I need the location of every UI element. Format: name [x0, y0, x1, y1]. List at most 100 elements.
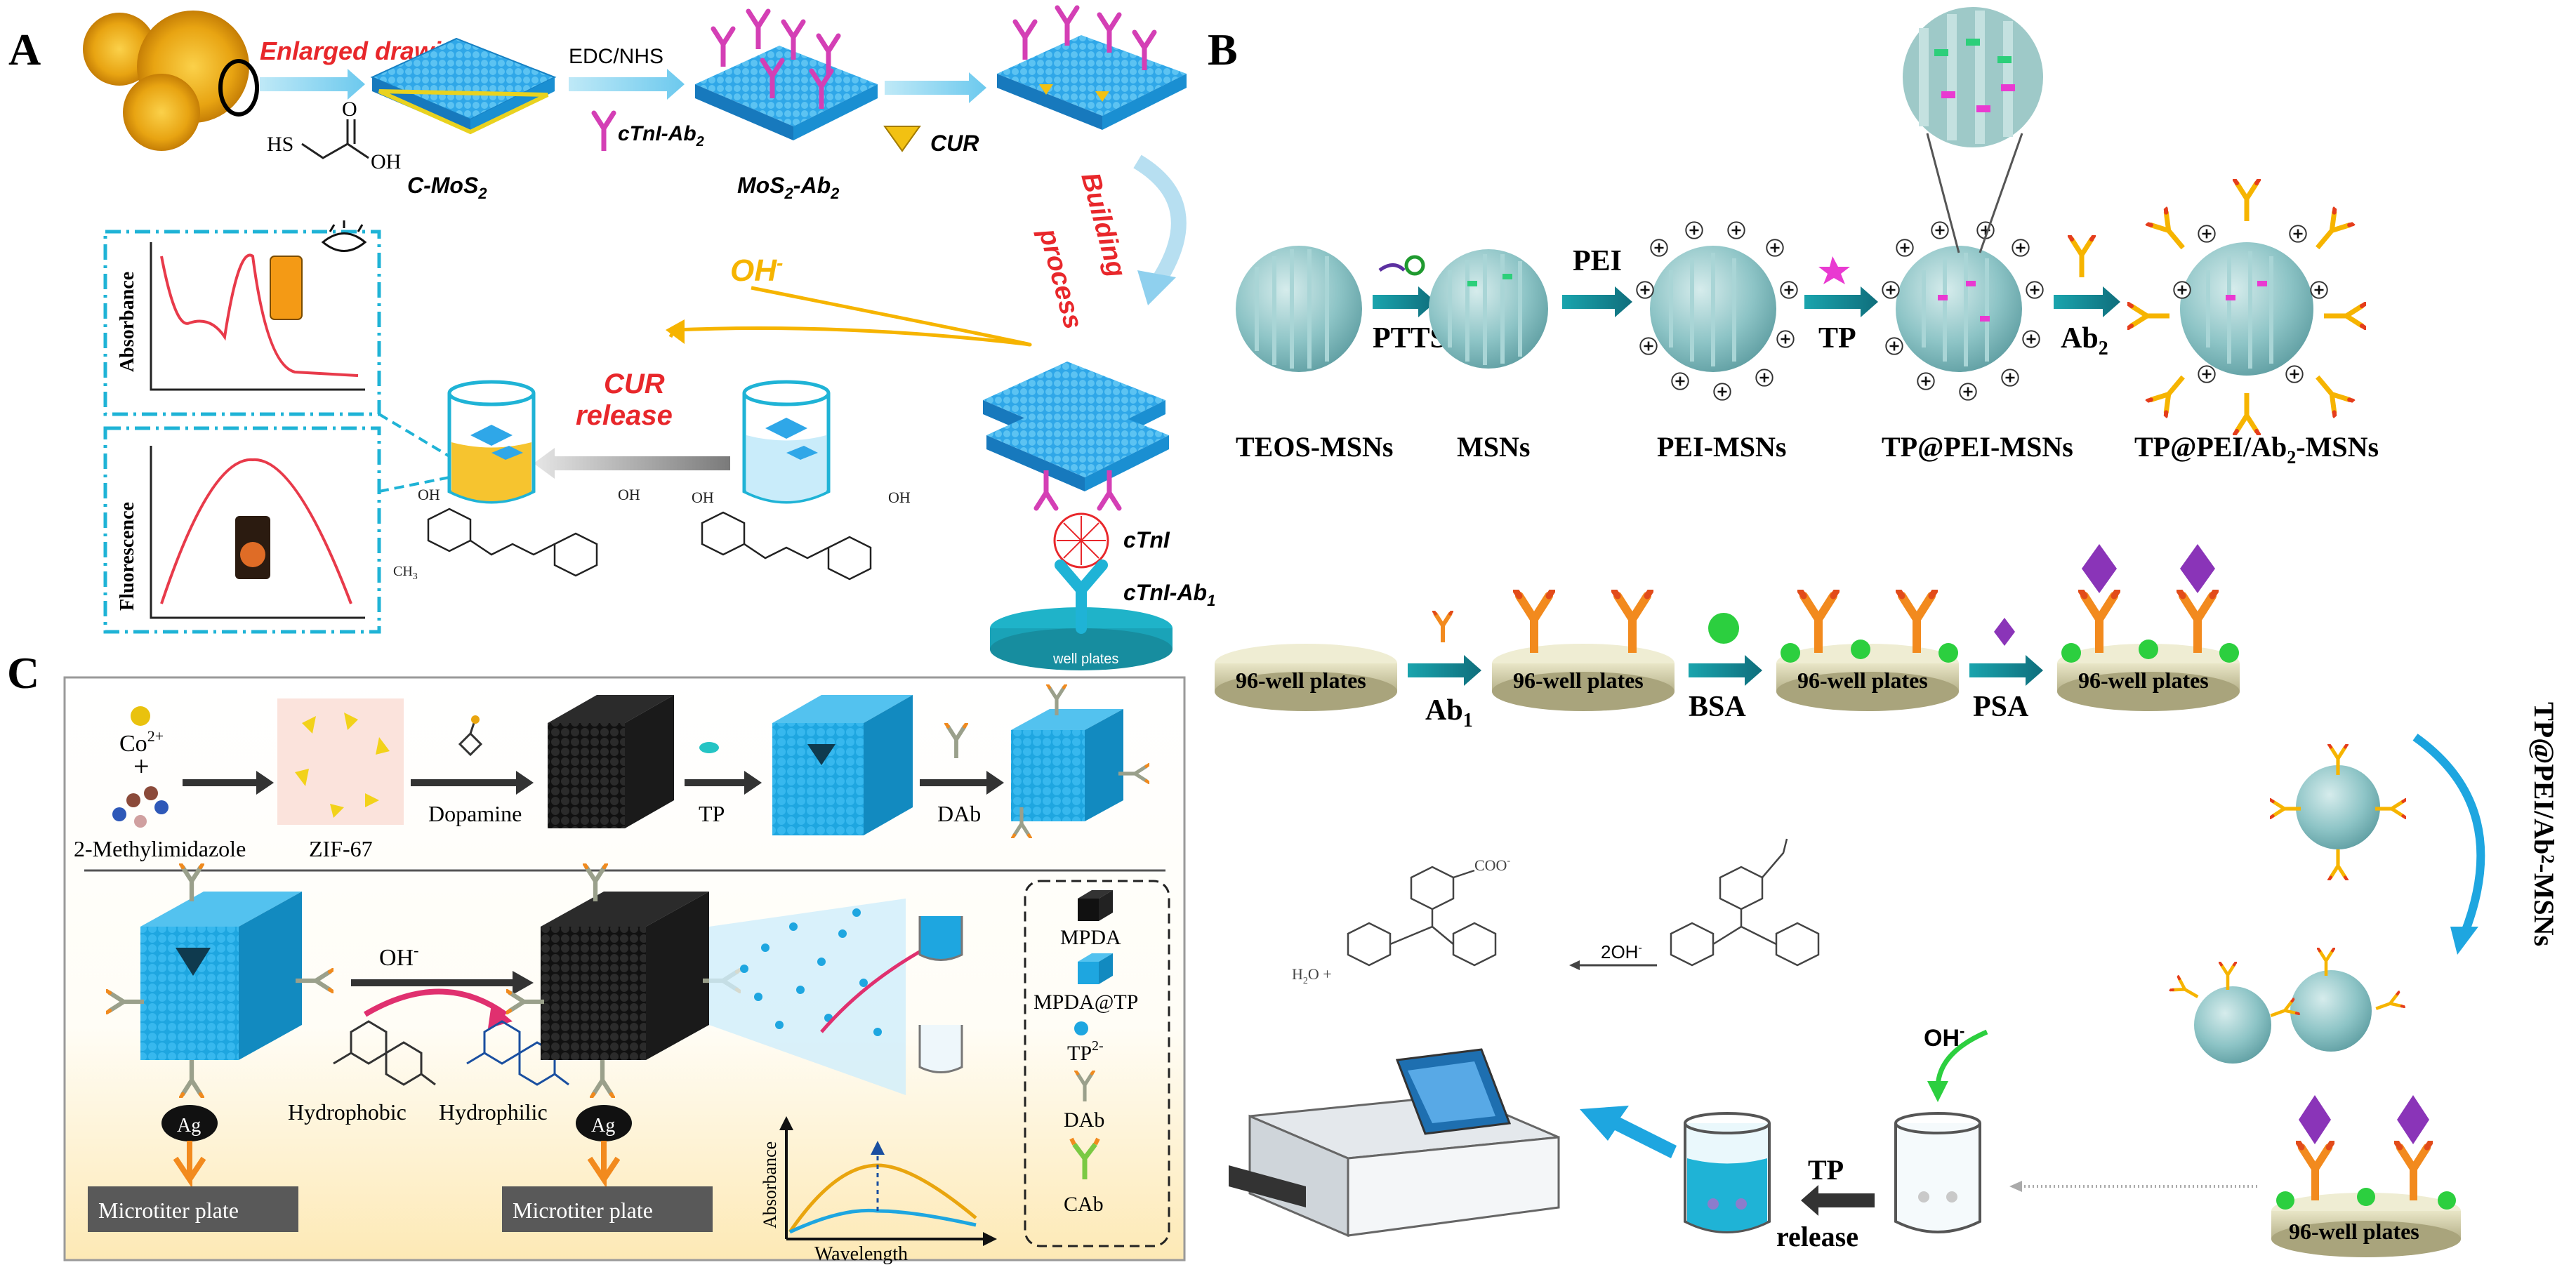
curcumin-neutral-structure: OH OH	[692, 489, 911, 581]
mpda-cube-icon	[548, 695, 674, 828]
tp-pei-msns-particle	[1882, 221, 2044, 401]
release-beam	[709, 899, 906, 1095]
dotted-gray-arrowhead	[2009, 1181, 2022, 1192]
plus-sign: +	[133, 750, 150, 782]
edc-nhs-label: EDC/NHS	[569, 45, 663, 68]
arrow-tp	[685, 771, 762, 795]
process-label: process	[1033, 225, 1088, 332]
msns-label: MSNs	[1457, 431, 1530, 463]
well-plate-5: 96-well plates	[2271, 1095, 2461, 1257]
arrow-zif	[183, 771, 274, 795]
oh-arrow-path	[668, 286, 1032, 347]
arrow-tp-release	[1801, 1185, 1875, 1216]
mos2-ab2-label: MoS2-Ab2	[737, 173, 840, 202]
methylimidazole-molecule-icon	[112, 786, 169, 828]
hydrophobic-to-hydrophilic-arrow	[363, 988, 508, 1017]
dab-cube-icon	[1011, 684, 1149, 838]
cur-release-line1: CUR	[604, 369, 665, 399]
c-mos2-layer	[370, 37, 557, 135]
absorbance-mini-axes	[785, 1130, 983, 1240]
green-arrowhead	[1927, 1081, 1948, 1102]
cab-left-icon	[173, 1141, 206, 1189]
chrysanthemum-image	[83, 11, 259, 151]
dash-connector-2	[378, 476, 450, 493]
ab1-label: Ab1	[1425, 694, 1473, 731]
ab2-antibody-icon	[2069, 235, 2094, 277]
svg-text:OH: OH	[618, 486, 640, 503]
beaker-orange	[447, 380, 536, 504]
hydrophobic-label: Hydrophobic	[288, 1099, 407, 1125]
arrow-enlarge	[260, 69, 365, 100]
arrow-psa	[1969, 655, 2043, 686]
vertical-tp-pei-ab2-label: TP@PEI/Ab2-MSNs	[2528, 702, 2560, 946]
teos-msns-particle	[1236, 246, 1362, 372]
methylimidazole-label: 2-Methylimidazole	[74, 836, 246, 861]
tp-release-line2: release	[1776, 1221, 1858, 1252]
absorbance-box	[103, 230, 381, 416]
pink-arrowhead	[488, 1004, 513, 1028]
phenol-structure-left: COO- H2O +	[1292, 856, 1510, 986]
zif67-framework-icon	[277, 698, 404, 825]
eye-icon	[321, 220, 367, 252]
svg-text:CH3: CH3	[393, 564, 418, 582]
svg-text:DAb: DAb	[1064, 1108, 1104, 1132]
svg-text:96-well plates: 96-well plates	[1513, 668, 1644, 693]
panel-b: B PTTS PEI TP	[1208, 7, 2560, 1257]
tp-pei-ab2-particle-small	[2270, 744, 2406, 880]
fluorescence-axes	[150, 446, 365, 619]
svg-text:MPDA: MPDA	[1060, 926, 1121, 949]
oh-minus-b-label: OH-	[1924, 1022, 1964, 1052]
arrow-tp-b	[1804, 286, 1878, 317]
arrow-pei	[1562, 286, 1632, 317]
ag-label-right: Ag	[591, 1115, 615, 1137]
ag-antigen-icon-right	[576, 1105, 632, 1141]
tp-release-line1: TP	[1808, 1154, 1844, 1186]
curved-blue-arrow	[2412, 734, 2485, 936]
tp-pei-ab2-msns-particle	[2127, 179, 2366, 435]
arrow-oh-c	[351, 971, 534, 995]
ag-antigen-icon	[161, 1105, 218, 1141]
tp-label: TP	[699, 801, 725, 826]
svg-text:COO-: COO-	[1474, 856, 1510, 874]
phenol-structure-right	[1670, 838, 1820, 967]
oh-minus-c-label: OH-	[379, 941, 418, 971]
arrow-dab	[920, 771, 1004, 795]
blue-vial-icon	[918, 916, 963, 961]
well-plate-4: 96-well plates	[2057, 544, 2240, 711]
dopamine-molecule-icon	[458, 722, 483, 757]
arrow-to-reader	[1580, 1106, 1677, 1158]
svg-text:OH: OH	[692, 489, 714, 506]
plate-reader-instrument	[1229, 1048, 1560, 1238]
psa-diamond-icon	[1994, 618, 2015, 646]
arrow-ab2	[2054, 286, 2120, 317]
ptts-molecule-icon	[1378, 263, 1406, 272]
well-plate-1: 96-well plates	[1215, 644, 1397, 711]
svg-text:H2O +: H2O +	[1292, 965, 1332, 986]
hydrophobic-molecule-icon	[333, 1020, 436, 1086]
teos-msns-label: TEOS-MSNs	[1236, 431, 1394, 463]
zif67-pattern	[295, 713, 390, 818]
ab1-antibody-icon	[1434, 611, 1453, 642]
ctni-ab2-antibody-icon	[594, 113, 614, 151]
tp-pei-ab2-msns-label: TP@PEI/Ab2-MSNs	[2134, 431, 2379, 468]
pei-msns-particle	[1636, 221, 1798, 401]
legend-cab: CAb	[1064, 1137, 1104, 1216]
dopamine-label: Dopamine	[428, 801, 522, 826]
cur-cone-icon	[883, 126, 921, 152]
tp-release-dots	[740, 908, 882, 1036]
clear-vial-icon	[918, 1025, 963, 1073]
zoom-inset	[1903, 7, 2043, 253]
ctni-ab1-label: cTnI-Ab1	[1123, 580, 1215, 609]
building-process-arrowhead	[1137, 270, 1176, 305]
pink-curve-arrow	[820, 946, 928, 1033]
beaker-clear	[1894, 1112, 1981, 1233]
mos2-ab2-cur-layer	[997, 8, 1187, 130]
arrow-ptts	[1373, 286, 1436, 317]
large-mpda-tp-cube	[106, 863, 333, 1098]
cab-right-icon	[587, 1141, 621, 1189]
panel-a: A Enlarged drawing HS O OH C-MoS2 EDC/NH…	[8, 8, 1215, 670]
well-plates-small-label: well plates	[1052, 651, 1118, 667]
panel-c: C Co2+ + 2-Methylimidazole ZIF-67 Dopami…	[7, 648, 1186, 1265]
green-curved-arrow	[1935, 1029, 1988, 1089]
